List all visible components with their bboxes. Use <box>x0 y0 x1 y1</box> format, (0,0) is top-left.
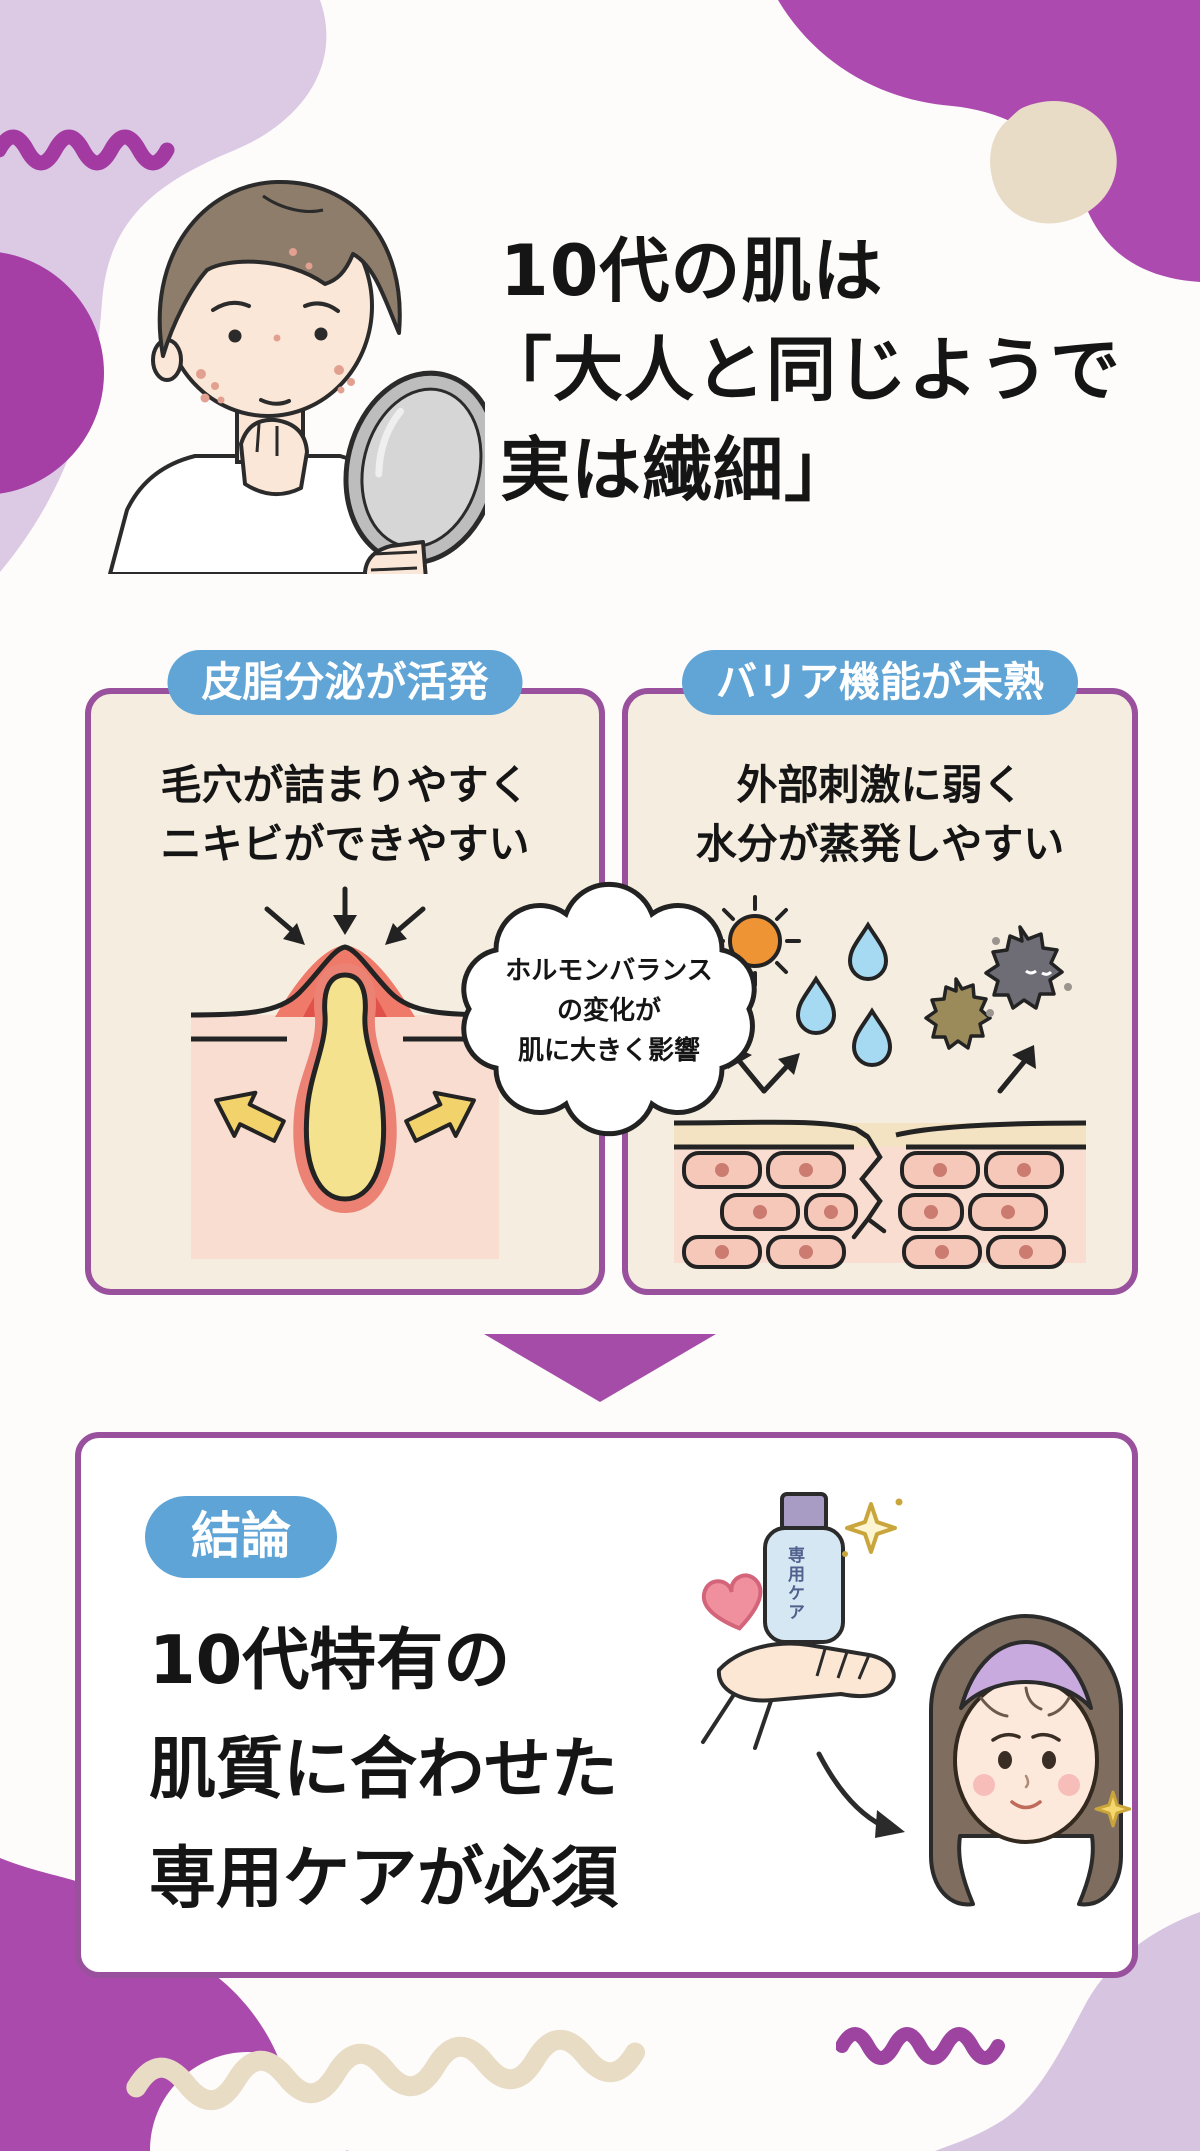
bottle-label: 専用ケア <box>784 1546 804 1622</box>
squiggle-cream-bottom <box>126 2029 646 2111</box>
clogged-pore-illustration <box>190 886 500 1259</box>
corner-blob-bottom-right <box>935 1912 1200 2151</box>
skin-barrier-illustration <box>673 895 1087 1269</box>
card-sebum: 皮脂分泌が活発 毛穴が詰まりやすく ニキビができやすい <box>85 650 605 1295</box>
cell-nuclei <box>715 1163 1033 1259</box>
girl-face <box>929 1614 1123 1907</box>
card-barrier-line-1: 外部刺激に弱く <box>736 761 1024 809</box>
card-sebum-badge: 皮脂分泌が活発 <box>167 650 523 716</box>
open-hand <box>701 1641 896 1750</box>
blob-left-small <box>0 252 104 494</box>
card-barrier-badge: バリア機能が未熟 <box>682 650 1078 716</box>
heart-icon <box>702 1573 763 1631</box>
card-barrier-text: 外部刺激に弱く 水分が蒸発しやすい <box>628 756 1132 875</box>
corner-blob-top-right <box>778 0 1200 282</box>
sparkle-icon-small <box>1094 1790 1131 1828</box>
card-barrier-line-2: 水分が蒸発しやすい <box>695 820 1065 869</box>
acne-spots <box>196 248 355 404</box>
card-barrier: バリア機能が未熟 外部刺激に弱く 水分が蒸発しやすい <box>622 650 1138 1295</box>
sebum-arrow-right <box>404 1090 476 1143</box>
card-sebum-line-2: ニキビができやすい <box>160 820 530 869</box>
skin-cells <box>682 1151 1066 1269</box>
title-line-3: 実は繊細」 <box>500 428 855 511</box>
conclusion-line-1: 10代特有の <box>149 1621 511 1699</box>
conclusion-badge: 結論 <box>145 1496 337 1578</box>
water-drop-icon <box>795 921 893 1067</box>
bubble-cloud-shape <box>461 881 757 1137</box>
bubble-line-3: 肌に大きく影響 <box>517 1036 700 1067</box>
title-line-1: 10代の肌は <box>500 230 884 312</box>
card-sebum-text: 毛穴が詰まりやすく ニキビができやすい <box>91 756 599 875</box>
hormone-thought-bubble: ホルモンバランス の変化が 肌に大きく影響 <box>448 880 770 1142</box>
conclusion-line-2: 肌質に合わせた <box>149 1730 618 1809</box>
squiggle-top-left <box>0 129 175 171</box>
boy-with-mirror-illustration <box>107 179 485 574</box>
germ-icon <box>924 925 1072 1050</box>
page-title: 10代の肌は 「大人と同じようで 実は繊細」 <box>482 222 1160 520</box>
bubble-line-1: ホルモンバランス <box>505 955 713 986</box>
title-line-2: 「大人と同じようで <box>482 329 1121 412</box>
sparkle-icon <box>845 1502 897 1554</box>
bubble-line-2: の変化が <box>556 995 661 1026</box>
curved-arrow <box>816 1751 905 1838</box>
sebum-arrow-left <box>214 1090 286 1143</box>
card-sebum-line-1: 毛穴が詰まりやすく <box>160 761 530 809</box>
lotion-bottle <box>763 1492 845 1644</box>
conclusion-line-3: 専用ケアが必須 <box>149 1839 618 1918</box>
skincare-illustration: 専用ケア <box>681 1458 1131 1968</box>
headband <box>959 1640 1093 1710</box>
squiggle-bottom-right <box>836 2027 1005 2065</box>
conclusion-text: 10代特有の 肌質に合わせた 専用ケアが必須 <box>149 1606 618 1934</box>
conclusion-card: 結論 10代特有の 肌質に合わせた 専用ケアが必須 <box>75 1432 1138 1978</box>
bubble-text: ホルモンバランス の変化が 肌に大きく影響 <box>448 880 770 1142</box>
down-arrow <box>484 1334 716 1402</box>
